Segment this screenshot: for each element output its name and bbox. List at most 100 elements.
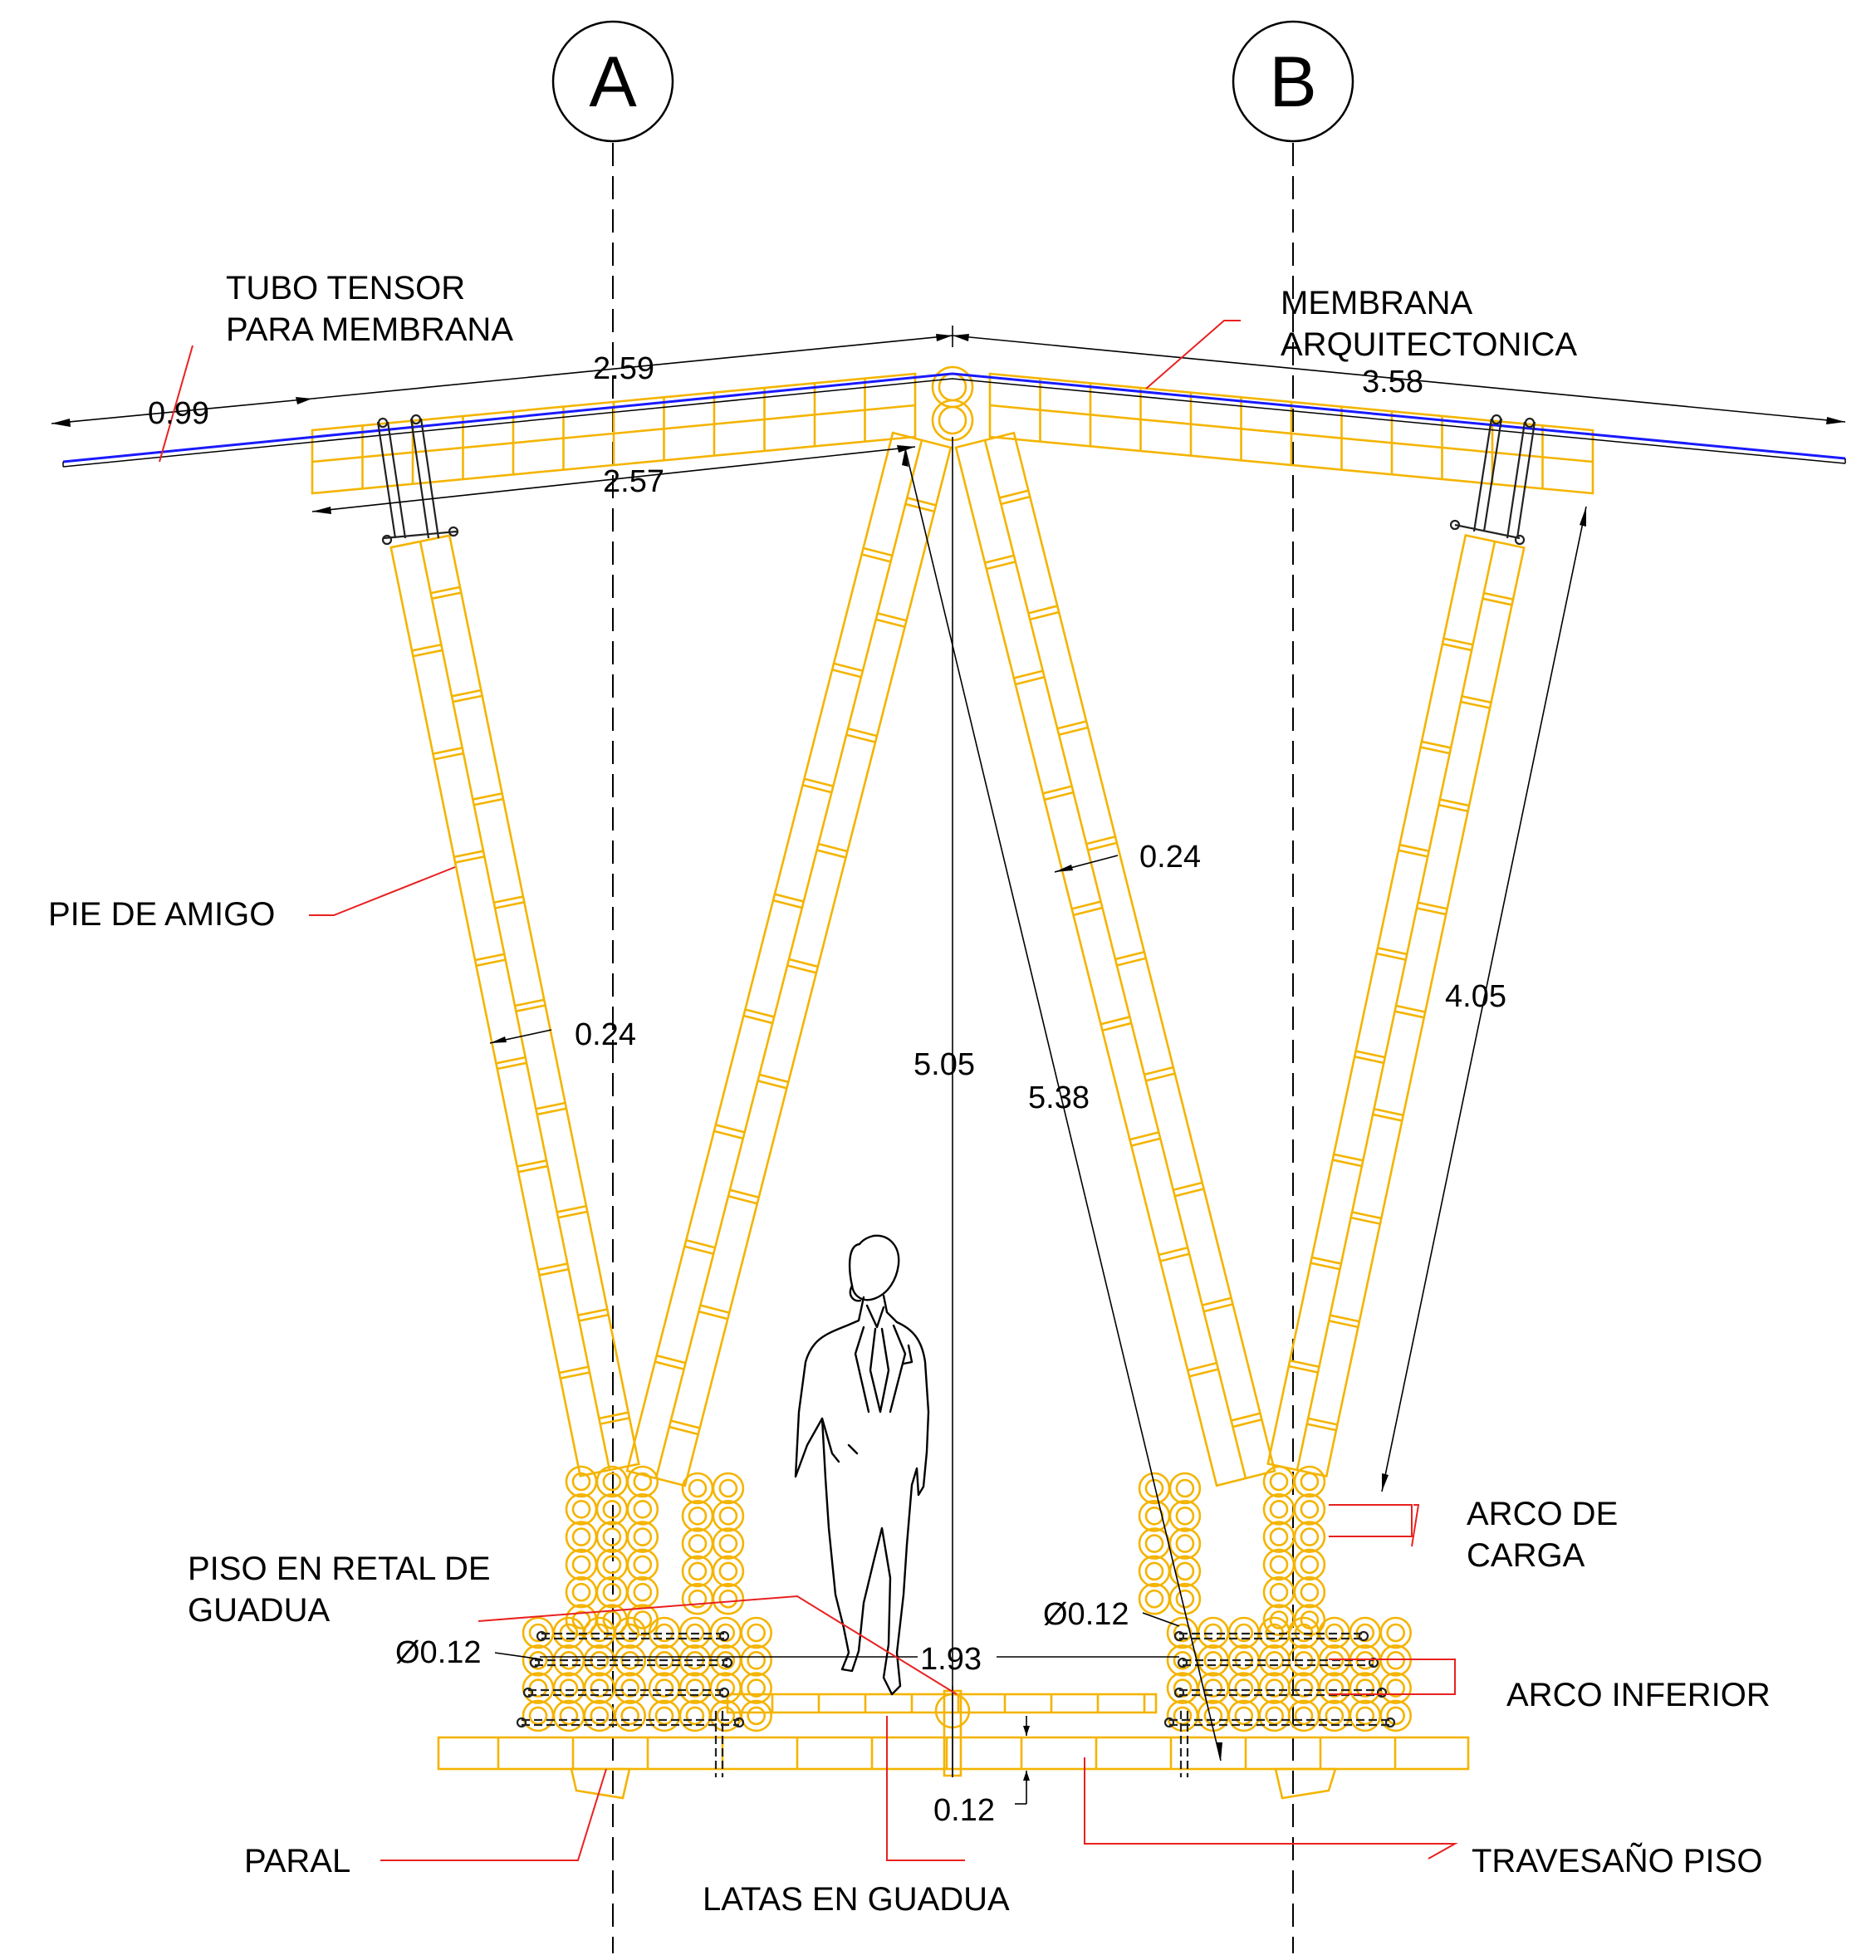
- bolt-nut: [522, 1687, 534, 1698]
- strut-node: [516, 1004, 546, 1012]
- arch-tube-inner: [1175, 1507, 1195, 1526]
- arch-tube-inner: [718, 1534, 738, 1553]
- strut-node: [1377, 947, 1408, 956]
- strut-node: [517, 1159, 547, 1168]
- strut-node: [757, 1080, 787, 1090]
- strut-node: [1372, 1113, 1403, 1122]
- arch-tube: [595, 1465, 629, 1498]
- arch-tube-inner: [602, 1610, 622, 1629]
- arch-tube-inner: [633, 1610, 653, 1629]
- strut-node: [1028, 605, 1058, 615]
- strut-node: [700, 1304, 730, 1314]
- strut-node: [861, 553, 891, 563]
- arch-tube: [712, 1472, 745, 1505]
- arch-tube-inner: [528, 1651, 548, 1670]
- arch-tube: [1138, 1582, 1171, 1615]
- arch-tube: [740, 1672, 773, 1704]
- dim-section-right: 0.24: [1139, 840, 1201, 875]
- post-base-left: [570, 1767, 631, 1800]
- arch-tube-inner: [1386, 1706, 1405, 1726]
- bolt-nut: [516, 1717, 527, 1728]
- strut-node: [1013, 669, 1044, 679]
- strut-node: [1442, 643, 1472, 652]
- strut-node: [1231, 1412, 1261, 1422]
- arch-tube-inner: [718, 1589, 738, 1609]
- strut-node: [599, 1411, 629, 1420]
- bolt-nut: [1173, 1687, 1185, 1698]
- arch-tube: [681, 1500, 714, 1532]
- arch-tube-inner: [1144, 1589, 1164, 1609]
- arch-tube-inner: [1386, 1623, 1405, 1643]
- arch-tube-inner: [688, 1534, 708, 1553]
- roof-beam-right: [988, 372, 1594, 495]
- strut-node: [536, 1101, 566, 1110]
- label-arco-inferior: ARCO INFERIOR: [1506, 1677, 1771, 1713]
- arch-tube: [740, 1699, 773, 1732]
- floor-bolts: [516, 1630, 1396, 1777]
- arch-tube: [712, 1527, 745, 1560]
- bolt-nut: [1358, 1630, 1369, 1642]
- strut-node: [454, 855, 485, 864]
- strut-node: [1376, 952, 1407, 961]
- strut-node: [1232, 1419, 1262, 1428]
- strut-node: [451, 688, 482, 698]
- arch-tube-inner: [633, 1472, 653, 1492]
- arch-tube-inner: [688, 1507, 708, 1526]
- strut-node: [1350, 1216, 1381, 1225]
- strut-node: [772, 899, 803, 909]
- strut-node: [494, 901, 525, 909]
- dim-roof-right: 3.58: [1362, 365, 1423, 399]
- arch-tube-inner: [1203, 1706, 1223, 1726]
- arch-tube-inner: [1269, 1500, 1289, 1519]
- arch-tube: [1349, 1699, 1382, 1732]
- dim-diameter-left: Ø0.12: [395, 1635, 482, 1670]
- strut-node: [1044, 791, 1074, 801]
- label-travesano: TRAVESAÑO PISO: [1472, 1842, 1762, 1879]
- strut-node: [804, 777, 834, 787]
- strut-node: [1289, 1360, 1320, 1369]
- label-arco-de: ARCO DE: [1467, 1496, 1618, 1532]
- strut-node: [1355, 1050, 1386, 1059]
- strut-node: [1443, 637, 1473, 646]
- arch-tube-inner: [1144, 1507, 1164, 1526]
- arch-tube: [565, 1548, 598, 1581]
- strut-node: [1173, 1181, 1203, 1192]
- arch-tube: [595, 1493, 629, 1526]
- dim-floor-span: 1.93: [920, 1642, 982, 1677]
- arch-tube: [1262, 1493, 1296, 1526]
- arch-tube-inner: [1269, 1610, 1289, 1629]
- strut-node: [802, 783, 832, 794]
- arch-tube-inner: [1300, 1500, 1320, 1519]
- arch-tube: [648, 1699, 681, 1732]
- strut-node: [1399, 843, 1429, 852]
- strut-node: [715, 1124, 745, 1134]
- post-base-right: [1274, 1767, 1337, 1800]
- strut-node: [727, 1195, 758, 1205]
- strut-node: [579, 1313, 609, 1322]
- strut-node: [556, 1204, 587, 1213]
- arch-tube-inner: [1386, 1651, 1405, 1670]
- strut-node: [430, 586, 461, 595]
- arch-tube-inner: [1325, 1678, 1345, 1698]
- strut-node: [1015, 676, 1045, 686]
- arch-tube-inner: [528, 1706, 548, 1726]
- dim-roof-left-bottom: 2.57: [603, 464, 664, 499]
- arch-tube-inner: [747, 1651, 767, 1670]
- arch-tube-inner: [602, 1527, 622, 1546]
- strut-node: [517, 1164, 548, 1174]
- strut-node: [560, 1371, 590, 1379]
- dim-diameter-right: Ø0.12: [1043, 1597, 1129, 1632]
- strut-node: [669, 1425, 699, 1436]
- arch-tube-inner: [1234, 1706, 1254, 1726]
- arch-tube: [552, 1672, 585, 1704]
- strut-node: [1354, 1056, 1384, 1065]
- strut-node: [539, 1267, 569, 1276]
- strut-node: [1188, 1368, 1219, 1378]
- strut-node: [729, 1188, 760, 1198]
- arch-tube: [740, 1644, 773, 1677]
- label-arquitectonica: ARQUITECTONICA: [1281, 326, 1577, 363]
- arch-tube: [1318, 1672, 1351, 1704]
- arch-tube: [1349, 1672, 1382, 1704]
- strut-node: [433, 747, 463, 755]
- arch-tube-inner: [747, 1706, 767, 1726]
